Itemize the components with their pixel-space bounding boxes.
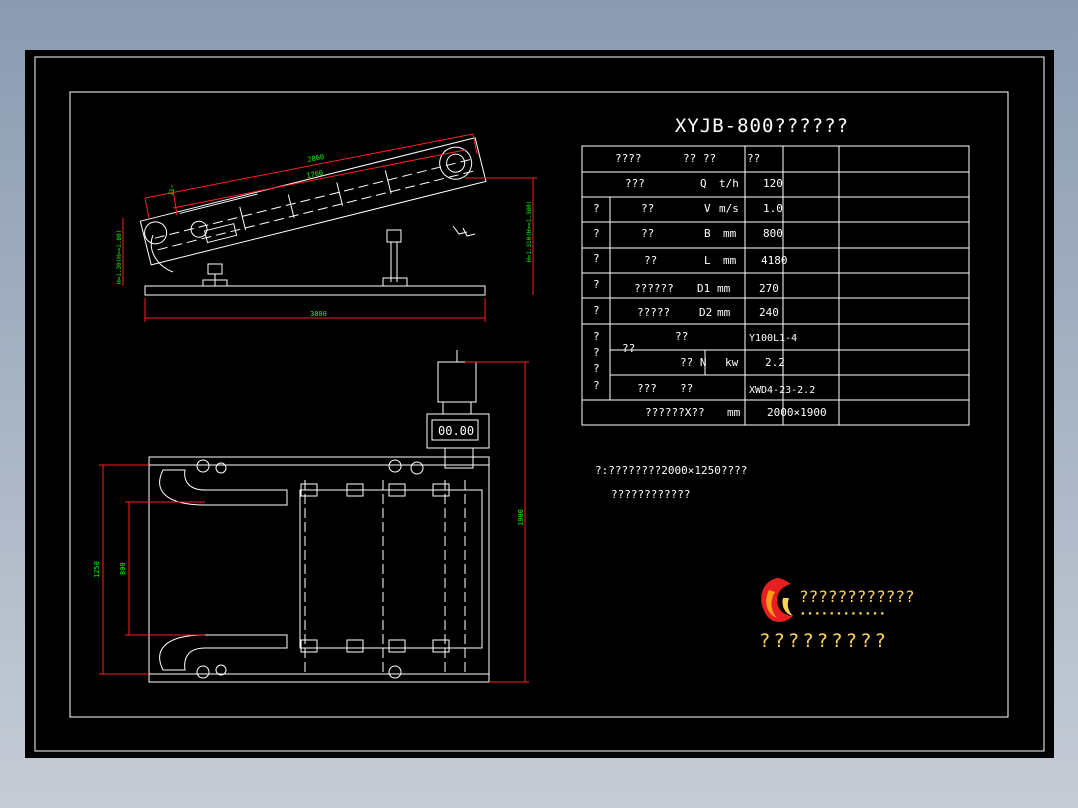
cell-r1-unit: t/h <box>719 177 739 190</box>
company-logo <box>761 578 793 622</box>
cell-r0-c1: ???? <box>615 152 642 165</box>
cell-r4-val: 4180 <box>761 254 788 267</box>
cell-r3-group: ? <box>593 227 600 240</box>
cell-r2-unit: m/s <box>719 202 739 215</box>
cell-side-group: ?? <box>622 342 635 355</box>
drawing-canvas[interactable]: XYJB-800?????? ???? ?? ?? ?? ??? Q t/h 1… <box>25 50 1054 758</box>
dim-left-height: H=1.30(H>=1.80) <box>116 230 123 284</box>
cell-r3-c1: ?? <box>641 227 654 240</box>
cell-r7-val: Y100L1-4 <box>749 333 797 344</box>
cell-r3-c2: B <box>704 227 711 240</box>
cell-r1-c1: ??? <box>625 177 645 190</box>
cell-r4-c1: ?? <box>644 254 657 267</box>
cell-r9-val: XWD4-23-2.2 <box>749 385 815 396</box>
cell-r9-group: ? <box>593 362 600 375</box>
cell-r10-val: 2000×1900 <box>767 406 827 419</box>
cell-r6-group: ? <box>593 304 600 317</box>
cad-drawing: XYJB-800?????? ???? ?? ?? ?? ??? Q t/h 1… <box>34 56 1045 752</box>
cell-r5-val: 270 <box>759 282 779 295</box>
outer-border <box>34 56 1045 752</box>
cell-r3-unit: mm <box>723 227 737 240</box>
dim-plan-inner: 800 <box>119 562 127 575</box>
dim-plan-width: 1250 <box>93 561 101 578</box>
cell-r5-unit: mm <box>717 282 731 295</box>
cell-r8-unit: kw <box>725 356 739 369</box>
dim-top-angle: 15° <box>167 184 177 197</box>
motor-display: 00.00 <box>431 419 479 441</box>
cell-r4-unit: mm <box>723 254 737 267</box>
cell-r2-c1: ?? <box>641 202 654 215</box>
cell-r6-val: 240 <box>759 306 779 319</box>
logo-company-name: ???????????? <box>799 587 915 606</box>
cell-r2-group: ? <box>593 202 600 215</box>
cell-r7-c2: ?? <box>675 330 688 343</box>
cell-r6-c1: ????? <box>637 306 670 319</box>
cell-r1-val: 120 <box>763 177 783 190</box>
cell-r4-c2: L <box>704 254 711 267</box>
motor-display-value: 00.00 <box>438 424 474 438</box>
cell-r8-val: 2.2 <box>765 356 785 369</box>
dim-top-inner: 1760 <box>306 169 324 180</box>
logo-tagline: ????????? <box>759 630 889 652</box>
cell-r10-c1: ??????X?? <box>645 406 705 419</box>
cell-r9-c2: ?? <box>680 382 693 395</box>
spec-table-text: ???? ?? ?? ?? ??? Q t/h 120 ? ?? V m/s 1… <box>593 152 827 419</box>
side-view-dimensions <box>122 133 537 322</box>
drawing-title: XYJB-800?????? <box>675 115 849 137</box>
cell-r1-c2: Q <box>700 177 707 190</box>
note-line-2: ???????????? <box>611 488 690 501</box>
cell-r5-c1: ?????? <box>634 282 674 295</box>
note-line-1: ?:????????2000×1250???? <box>595 464 747 477</box>
cell-r10-unit: mm <box>727 406 741 419</box>
cell-r9b-group: ? <box>593 379 600 392</box>
cell-r2-c2: V <box>704 202 711 215</box>
side-view <box>139 137 487 296</box>
cell-r6-c2: D2 <box>699 306 712 319</box>
cell-r8-group: ? <box>593 346 600 359</box>
cell-r8-c2: ?? N <box>680 356 707 369</box>
dim-top-length: 2860 <box>307 153 325 164</box>
spec-table <box>581 145 970 426</box>
plan-view-dimensions <box>99 361 529 683</box>
cell-r5-c2: D1 <box>697 282 710 295</box>
cell-r4-group: ? <box>593 252 600 265</box>
cell-r0-c2: ?? ?? <box>683 152 716 165</box>
inner-border <box>69 91 1009 718</box>
logo-dots: ▪ ▪ ▪ ▪ ▪ ▪ ▪ ▪ ▪ ▪ ▪ ▪ <box>801 610 884 617</box>
dim-plan-total: 1900 <box>517 509 525 526</box>
cell-r3-val: 800 <box>763 227 783 240</box>
cell-r9-c1: ??? <box>637 382 657 395</box>
cell-r5-group: ? <box>593 278 600 291</box>
cell-r2-val: 1.0 <box>763 202 783 215</box>
dim-base-length: 3000 <box>310 310 327 318</box>
cell-r6-unit: mm <box>717 306 731 319</box>
cell-r7-group: ? <box>593 330 600 343</box>
cell-r0-val: ?? <box>747 152 760 165</box>
dim-right-height: H=1.310(H>=1.380) <box>526 201 533 262</box>
plan-view <box>148 350 490 683</box>
